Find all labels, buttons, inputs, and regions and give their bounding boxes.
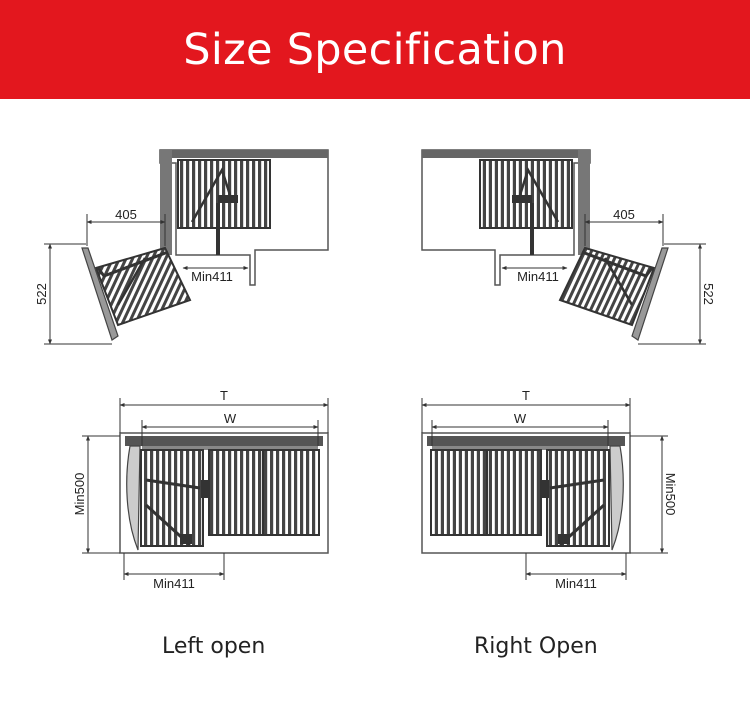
dim-w-right: W	[514, 411, 527, 426]
dim-min411: Min411	[153, 576, 195, 591]
dim-min411-right: Min411	[555, 576, 597, 591]
elevation-right	[421, 398, 668, 580]
cabinet-side-panel	[160, 150, 172, 255]
caption-left-open: Left open	[162, 634, 266, 659]
dim-min411-right: Min411	[517, 269, 559, 284]
door-panel	[81, 247, 119, 341]
swing-basket	[94, 246, 192, 327]
dim-min500-right: Min500	[663, 473, 678, 516]
dim-522-right: 522	[701, 283, 716, 305]
pivot-arm	[216, 203, 220, 255]
dim-w: W	[224, 411, 237, 426]
dim-405-right: 405	[613, 207, 635, 222]
dim-405: 405	[115, 207, 137, 222]
dim-522: 522	[34, 283, 49, 305]
elevation-left: T W Min500 Min411	[72, 388, 329, 591]
dim-t: T	[220, 388, 228, 403]
header-banner: Size Specification	[0, 0, 750, 99]
page-title: Size Specification	[183, 24, 567, 75]
dim-min500: Min500	[72, 473, 87, 516]
caption-right-open: Right Open	[474, 634, 598, 659]
cabinet-top-panel	[160, 150, 328, 158]
swing-basket	[140, 449, 204, 547]
dim-min411: Min411	[191, 269, 233, 284]
inner-basket	[177, 159, 271, 229]
dim-t-right: T	[522, 388, 530, 403]
plan-right	[421, 149, 706, 345]
plan-left: 405 522 Min411	[34, 149, 329, 345]
